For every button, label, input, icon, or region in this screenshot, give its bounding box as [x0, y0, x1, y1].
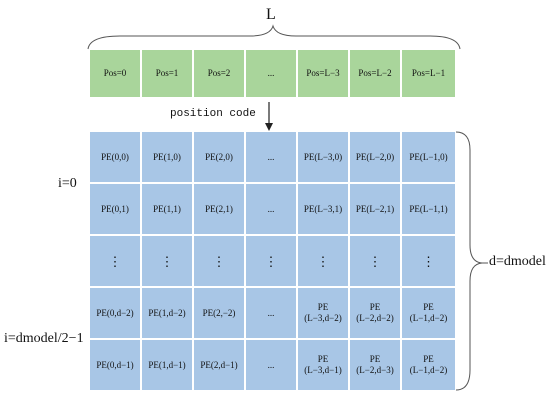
pe-cell: ⋮	[246, 236, 296, 286]
pe-cell: PE(2,d−1)	[194, 340, 244, 390]
position-cell: Pos=1	[142, 50, 192, 97]
position-cell: ...	[246, 50, 296, 97]
pe-cell: PE(1,0)	[142, 132, 192, 182]
right-label: d=dmodel	[489, 254, 546, 269]
position-code-label: position code	[170, 108, 256, 120]
pe-cell: PE(L−3,1)	[298, 184, 348, 234]
pe-cell: PE(1,d−2)	[142, 288, 192, 338]
left-label-bottom: i=dmodel/2−1	[4, 331, 84, 346]
pe-cell: ⋮	[194, 236, 244, 286]
position-cell: Pos=L−1	[402, 50, 455, 97]
pe-cell: ...	[246, 132, 296, 182]
pe-cell: PE(2,−2)	[194, 288, 244, 338]
pe-cell: PE(1,1)	[142, 184, 192, 234]
pe-cell: PE (L−2,d−3)	[350, 340, 400, 390]
pe-cell: PE(L−3,0)	[298, 132, 348, 182]
arrow-head-icon	[265, 123, 273, 131]
length-label: L	[266, 6, 276, 23]
pe-cell: PE(0,0)	[90, 132, 140, 182]
position-cell: Pos=L−2	[350, 50, 400, 97]
position-cell: Pos=0	[90, 50, 140, 97]
pe-cell: ⋮	[402, 236, 455, 286]
pe-cell: ⋮	[298, 236, 348, 286]
right-brace	[455, 131, 483, 391]
pe-cell: PE(L−2,1)	[350, 184, 400, 234]
pe-cell: ⋮	[350, 236, 400, 286]
pe-cell: ⋮	[142, 236, 192, 286]
pe-cell: PE(L−2,0)	[350, 132, 400, 182]
top-brace	[87, 24, 461, 50]
pe-cell: ...	[246, 184, 296, 234]
pe-cell: ⋮	[90, 236, 140, 286]
pe-cell: ...	[246, 340, 296, 390]
pe-cell: PE(1,d−1)	[142, 340, 192, 390]
pe-cell: PE (L−3,d−2)	[298, 288, 348, 338]
pe-cell: PE(L−1,1)	[402, 184, 455, 234]
pe-cell: ...	[246, 288, 296, 338]
pe-cell: PE(0,d−2)	[90, 288, 140, 338]
left-label-top: i=0	[58, 176, 77, 191]
pe-cell: PE (L−1,d−2)	[402, 340, 455, 390]
pe-cell: PE(0,1)	[90, 184, 140, 234]
pe-cell: PE(2,1)	[194, 184, 244, 234]
pe-cell: PE (L−2,d−2)	[350, 288, 400, 338]
position-cell: Pos=2	[194, 50, 244, 97]
position-cell: Pos=L−3	[298, 50, 348, 97]
pe-cell: PE (L−1,d−2)	[402, 288, 455, 338]
pe-cell: PE(2,0)	[194, 132, 244, 182]
pe-cell: PE(0,d−1)	[90, 340, 140, 390]
pe-cell: PE(L−1,0)	[402, 132, 455, 182]
pe-cell: PE (L−3,d−1)	[298, 340, 348, 390]
